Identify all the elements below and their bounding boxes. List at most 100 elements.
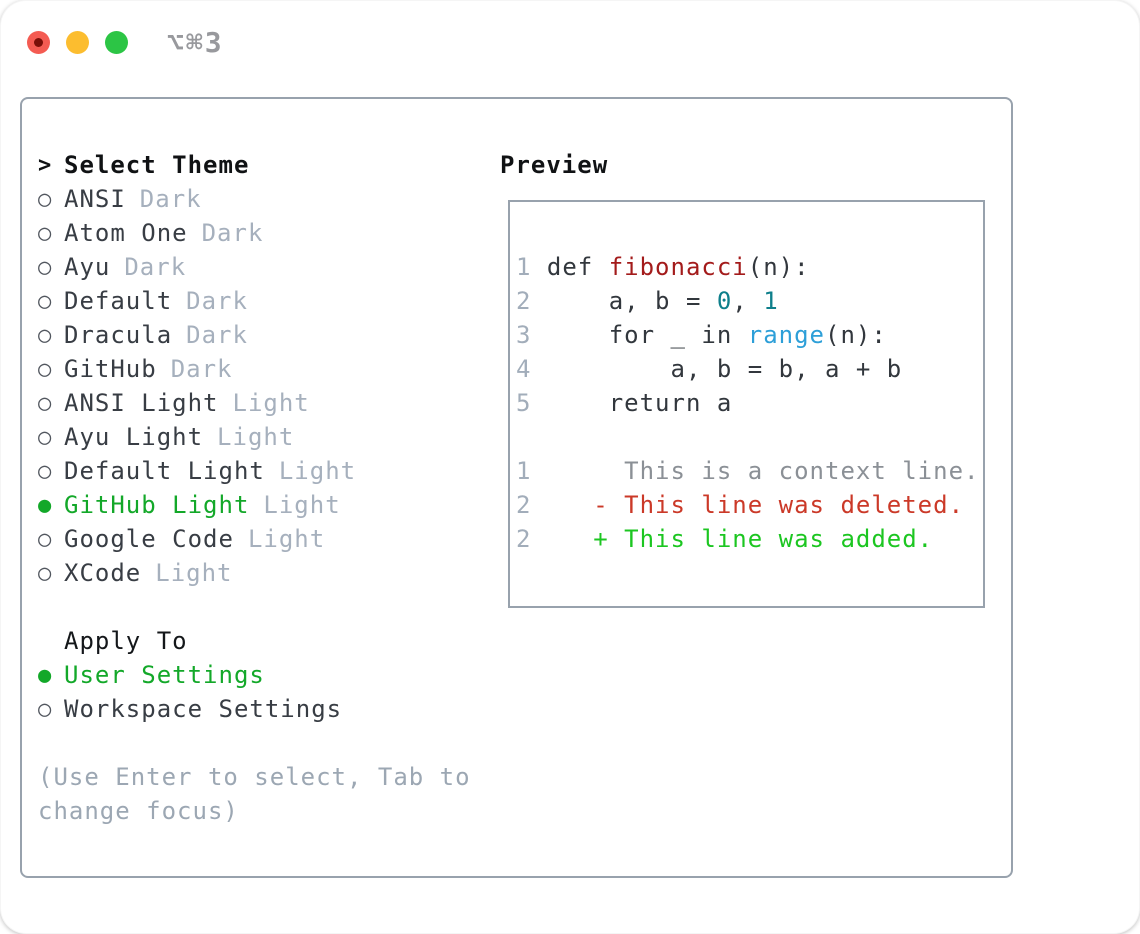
radio-icon: ○ — [38, 254, 53, 280]
radio-icon: ○ — [38, 356, 53, 382]
code-segment-context: This is a context line. — [531, 457, 980, 485]
code-segment-number: 1 — [763, 287, 779, 315]
theme-variant-tag: Dark — [186, 287, 248, 315]
radio-selected-icon: ● — [38, 492, 53, 518]
code-segment-code: a, b = b, a + b — [531, 355, 903, 383]
code-segment-num: 2 — [516, 491, 532, 519]
theme-item[interactable]: ○ GitHub Dark — [38, 352, 488, 386]
close-button[interactable] — [27, 31, 50, 54]
theme-item[interactable]: ○ XCode Light — [38, 556, 488, 590]
code-line: 1 def fibonacci(n): — [516, 250, 975, 284]
theme-name: Atom One — [64, 219, 188, 247]
theme-name: Ayu — [64, 253, 111, 281]
theme-variant-tag: Light — [278, 457, 357, 485]
theme-name: ANSI — [64, 185, 126, 213]
theme-variant-tag: Dark — [124, 253, 187, 281]
theme-variant-tag: Light — [247, 525, 326, 553]
code-segment-num: 1 — [516, 457, 532, 485]
preview-title: Preview — [500, 151, 609, 179]
prompt-caret-icon: > — [38, 152, 53, 178]
theme-item[interactable]: ○ Google Code Light — [38, 522, 488, 556]
theme-item[interactable]: ● GitHub Light Light — [38, 488, 488, 522]
code-segment-num: 5 — [516, 389, 532, 417]
code-line: 3 for _ in range(n): — [516, 318, 975, 352]
radio-icon: ○ — [38, 560, 53, 586]
code-segment-added: + This line was added. — [531, 525, 934, 553]
radio-icon: ○ — [38, 322, 53, 348]
apply-to-options: ● User Settings ○ Workspace Settings — [38, 658, 488, 726]
apply-to-option-label: Workspace Settings — [64, 695, 343, 723]
radio-icon: ○ — [38, 424, 53, 450]
theme-item[interactable]: ○ Default Light Light — [38, 454, 488, 488]
apply-to-option[interactable]: ● User Settings — [38, 658, 488, 692]
radio-icon: ○ — [38, 186, 53, 212]
radio-icon: ○ — [38, 458, 53, 484]
titlebar: ⌥⌘3 — [27, 26, 224, 59]
radio-icon: ○ — [38, 526, 53, 552]
theme-variant-tag: Dark — [139, 185, 202, 213]
radio-icon: ○ — [38, 220, 53, 246]
apply-to-header: Apply To — [38, 624, 488, 658]
theme-variant-tag: Light — [263, 491, 341, 519]
code-segment-code: (n): — [825, 321, 887, 349]
radio-icon: ○ — [38, 696, 53, 722]
zoom-button[interactable] — [105, 31, 128, 54]
theme-name: Default — [64, 287, 173, 315]
theme-item[interactable]: ○ ANSI Dark — [38, 182, 488, 216]
code-line: 2 - This line was deleted. — [516, 488, 975, 522]
theme-name: Google Code — [64, 525, 234, 553]
code-segment-code: a, b = — [531, 287, 717, 315]
code-segment-num: 3 — [516, 321, 532, 349]
theme-name: ANSI Light — [64, 389, 219, 417]
radio-icon: ○ — [38, 390, 53, 416]
code-line: 1 This is a context line. — [516, 454, 978, 488]
apply-to-section: Apply To ● User Settings ○ Workspace Settin… — [38, 624, 488, 726]
code-line: 2 + This line was added. — [516, 522, 975, 556]
theme-item[interactable]: ○ Ayu Dark — [38, 250, 488, 284]
code-segment-func: fibonacci — [608, 253, 748, 281]
minimize-button[interactable] — [66, 31, 89, 54]
code-segment-code: , — [732, 287, 764, 315]
theme-variant-tag: Light — [155, 559, 233, 587]
code-segment-num: 1 — [516, 253, 532, 281]
code-line — [516, 420, 975, 454]
theme-name: Ayu Light — [64, 423, 204, 451]
code-segment-deleted: - This line was deleted. — [531, 491, 965, 519]
code-segment-builtin: range — [747, 321, 825, 349]
theme-variant-tag: Light — [232, 389, 310, 417]
theme-name: GitHub Light — [64, 491, 250, 519]
theme-variant-tag: Light — [217, 423, 295, 451]
theme-item[interactable]: ○ Atom One Dark — [38, 216, 488, 250]
theme-item[interactable]: ○ ANSI Light Light — [38, 386, 488, 420]
keyboard-hint: (Use Enter to select, Tab to change focu… — [38, 763, 471, 825]
theme-variant-tag: Dark — [170, 355, 233, 383]
code-line: 5 return a — [516, 386, 975, 420]
theme-item[interactable]: ○ Ayu Light Light — [38, 420, 488, 454]
code-segment-code: return a — [531, 389, 733, 417]
code-line: 4 a, b = b, a + b — [516, 352, 975, 386]
theme-name: Default Light — [64, 457, 265, 485]
radio-selected-icon: ● — [38, 662, 53, 688]
theme-name: GitHub — [64, 355, 157, 383]
unsaved-indicator-dot — [34, 38, 43, 47]
code-segment-code: def — [531, 253, 609, 281]
theme-name: XCode — [64, 559, 142, 587]
apply-to-option[interactable]: ○ Workspace Settings — [38, 692, 488, 726]
code-segment-num: 4 — [516, 355, 532, 383]
apply-to-title: Apply To — [64, 627, 188, 655]
code-segment-num: 2 — [516, 525, 532, 553]
theme-item[interactable]: ○ Default Dark — [38, 284, 488, 318]
theme-name: Dracula — [64, 321, 173, 349]
radio-icon: ○ — [38, 288, 53, 314]
select-theme-title: Select Theme — [64, 151, 250, 179]
keyboard-shortcut-label: ⌥⌘3 — [167, 26, 224, 59]
theme-variant-tag: Dark — [201, 219, 264, 247]
code-line: 2 a, b = 0, 1 — [516, 284, 975, 318]
code-segment-code: for _ in — [531, 321, 748, 349]
apply-to-option-label: User Settings — [64, 661, 265, 689]
